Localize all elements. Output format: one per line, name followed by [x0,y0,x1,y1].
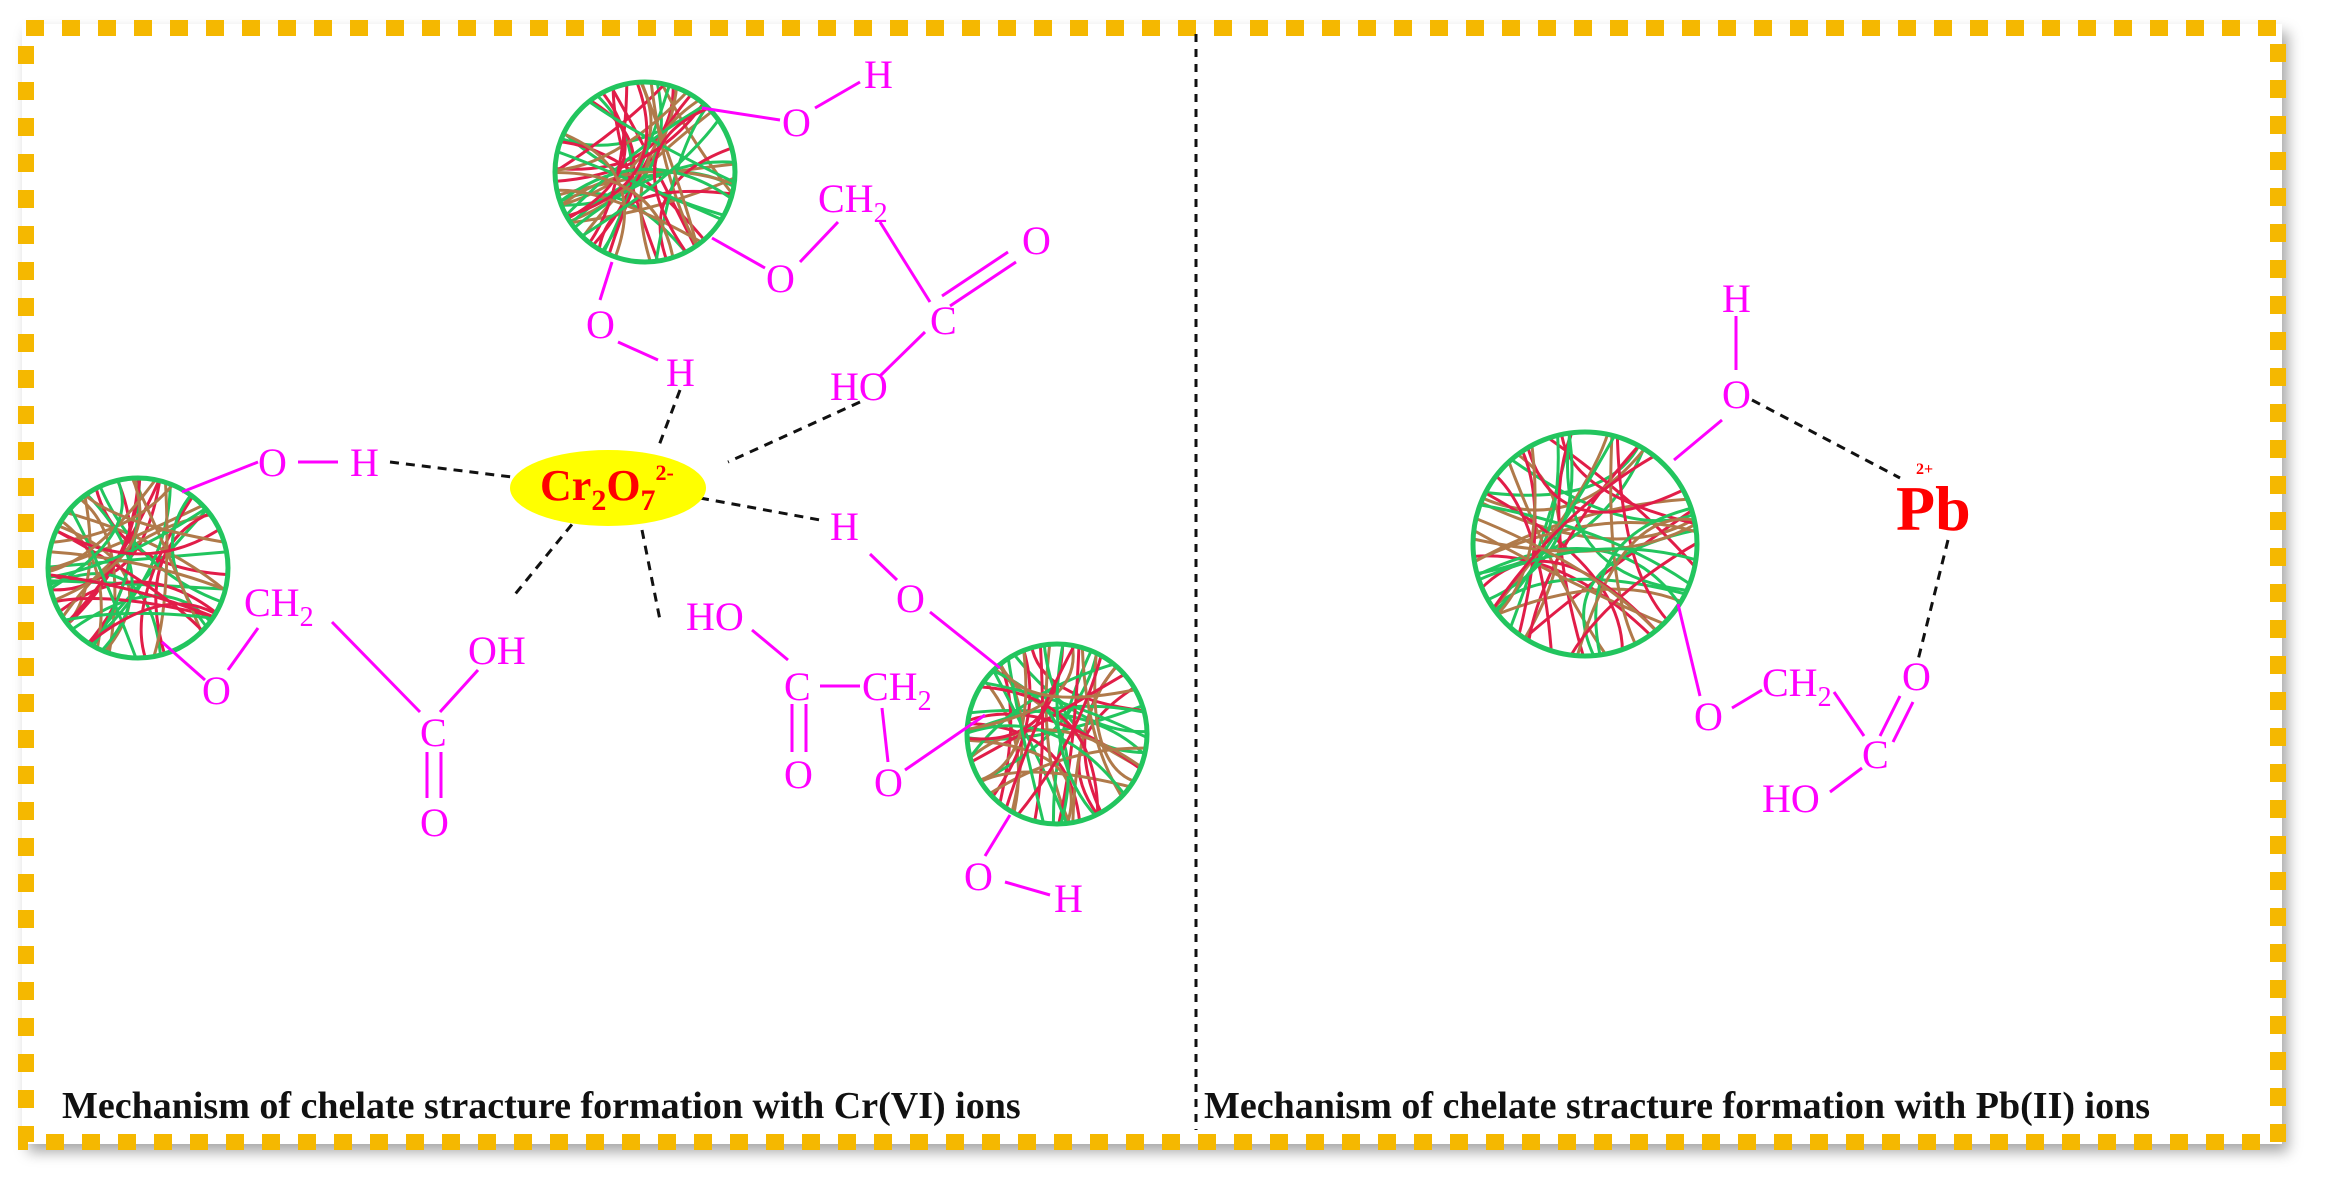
left-panel-caption: Mechanism of chelate stracture formation… [62,1085,1021,1127]
label-right-h-bottom: H [1054,876,1083,921]
label-pb-o-ether: O [1694,694,1723,739]
figure-card [22,24,2282,1144]
label-right-ch: CH2 [862,664,932,717]
left-panel-cr: Cr2O72- H O CH2 O O C HO O H O H CH2 O O… [45,52,1150,1127]
label-top-o-ether: O [766,256,795,301]
right-panel-pb: H O O CH2 O C HO Pb 2+ Mechanism of chel… [1204,276,2150,1127]
label-right-c: C [784,664,811,709]
fiber-particle-right [964,641,1150,827]
right-panel-atom-labels: H O O CH2 O C HO [1694,276,1931,821]
label-left-ch: CH2 [244,580,314,633]
lead-ion: Pb 2+ [1896,461,1971,544]
label-top-c: C [930,298,957,343]
label-top-ho: HO [830,364,888,409]
dichromate-ion: Cr2O72- [510,450,706,526]
ion-o: O [606,461,640,510]
label-right-ho: HO [686,594,744,639]
ion-pb-charge: 2+ [1916,461,1933,478]
label-right-h: H [830,504,859,549]
label-left-o-double: O [420,800,449,845]
label-left-o-ether: O [202,668,231,713]
label-top-o-low: O [586,302,615,347]
label-pb-ch: CH2 [1762,660,1832,713]
label-right-o-double: O [784,752,813,797]
dashed-frame-border [18,20,2286,1150]
label-pb-ho: HO [1762,776,1820,821]
label-pb-c: C [1862,732,1889,777]
label-top-o-double: O [1022,218,1051,263]
label-top-h-low: H [666,350,695,395]
label-top-ch: CH2 [818,176,888,229]
label-pb-o: O [1722,372,1751,417]
label-pb-h: H [1722,276,1751,321]
label-left-h: H [350,440,379,485]
label-top-h: H [864,52,893,97]
label-right-o: O [896,576,925,621]
fiber-particle-left [45,475,231,661]
ion-cr-subscript: 2 [591,484,606,517]
left-panel-atom-labels: H O CH2 O O C HO O H O H CH2 O OH C O H … [202,52,1083,921]
fiber-particle-top [552,79,738,265]
ion-charge: 2- [656,460,674,485]
fiber-particle-pb [1470,429,1700,659]
svg-text:Cr2O72-: Cr2O72- [540,460,674,517]
label-right-o-ether: O [874,760,903,805]
ion-pb: Pb [1896,473,1971,544]
ion-cr: Cr [540,461,591,510]
right-panel-caption: Mechanism of chelate stracture formation… [1204,1085,2150,1127]
label-left-c: C [420,710,447,755]
label-left-oh: OH [468,628,526,673]
right-panel-bonds [1673,316,1915,794]
left-panel-dashed-interactions [389,389,861,621]
ion-o-subscript: 7 [641,484,656,517]
left-panel-bonds [161,80,1051,897]
right-panel-dashed-interactions [1751,398,1950,661]
label-left-o: O [258,440,287,485]
ion-highlight-ellipse [510,450,706,526]
label-top-o: O [782,100,811,145]
label-right-o-bottom: O [964,854,993,899]
label-pb-o-double: O [1902,654,1931,699]
